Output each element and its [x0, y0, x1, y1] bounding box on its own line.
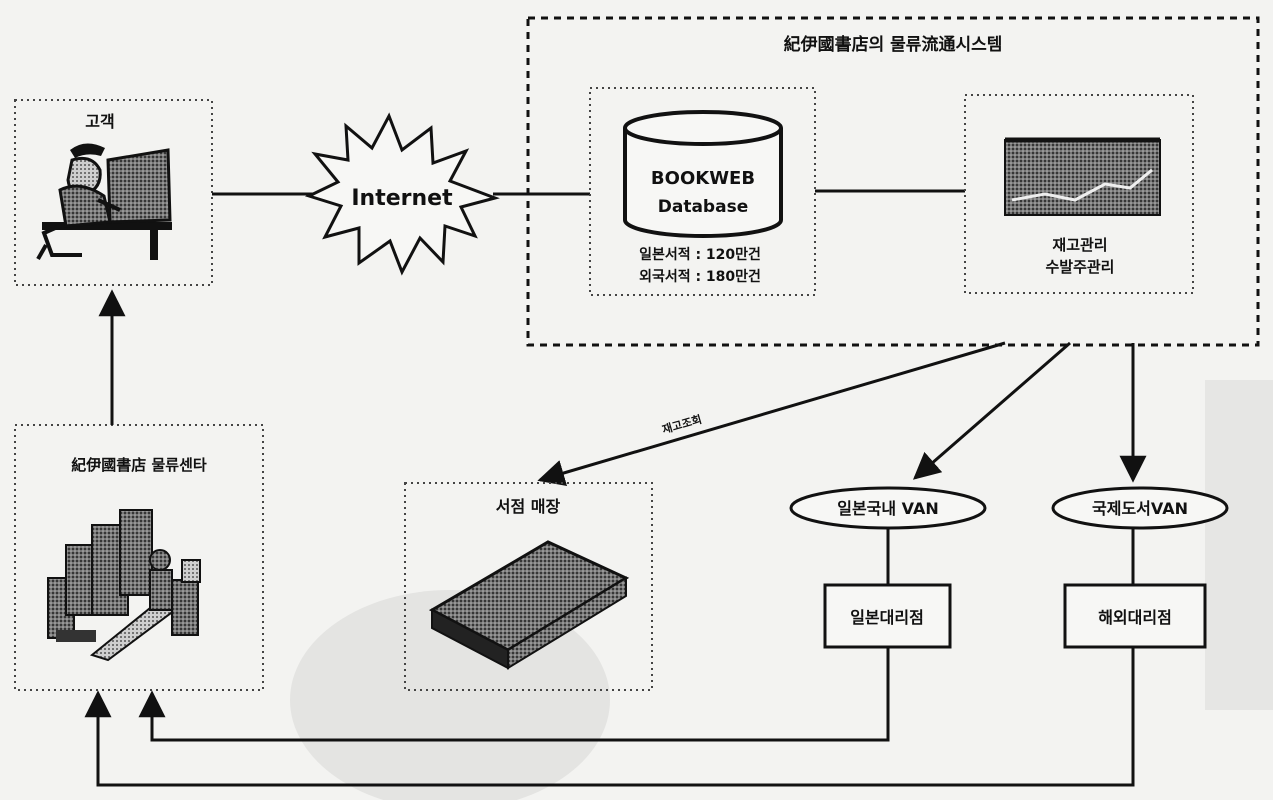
overseas-agent-return-arrow: [98, 647, 1133, 785]
warehouse-workers-icon: [48, 510, 200, 660]
inventory-chart-icon: [1005, 140, 1160, 215]
database-name: BOOKWEB: [651, 168, 755, 189]
background-shade-right: [1205, 380, 1273, 710]
japan-van-label: 일본국내 VAN: [837, 499, 939, 518]
database-subtitle: Database: [658, 197, 748, 217]
overseas-agent-label: 해외대리점: [1098, 608, 1172, 627]
customer-computer-icon: [38, 143, 172, 260]
store-label: 서점 매장: [496, 497, 561, 516]
internet-label: Internet: [351, 186, 453, 211]
database-stat-japanese: 일본서적 : 120만건: [639, 246, 761, 263]
order-management-label: 수발주관리: [1045, 258, 1114, 276]
distribution-center-label: 紀伊國書店 물류센타: [71, 456, 207, 474]
intl-van-label: 국제도서VAN: [1092, 499, 1188, 518]
japan-agent-label: 일본대리점: [850, 608, 924, 627]
inventory-management-label: 재고관리: [1052, 236, 1107, 254]
database-stat-foreign: 외국서적 : 180만건: [639, 268, 761, 285]
system-title: 紀伊國書店의 물류流通시스템: [784, 34, 1003, 55]
customer-label: 고객: [85, 112, 114, 131]
